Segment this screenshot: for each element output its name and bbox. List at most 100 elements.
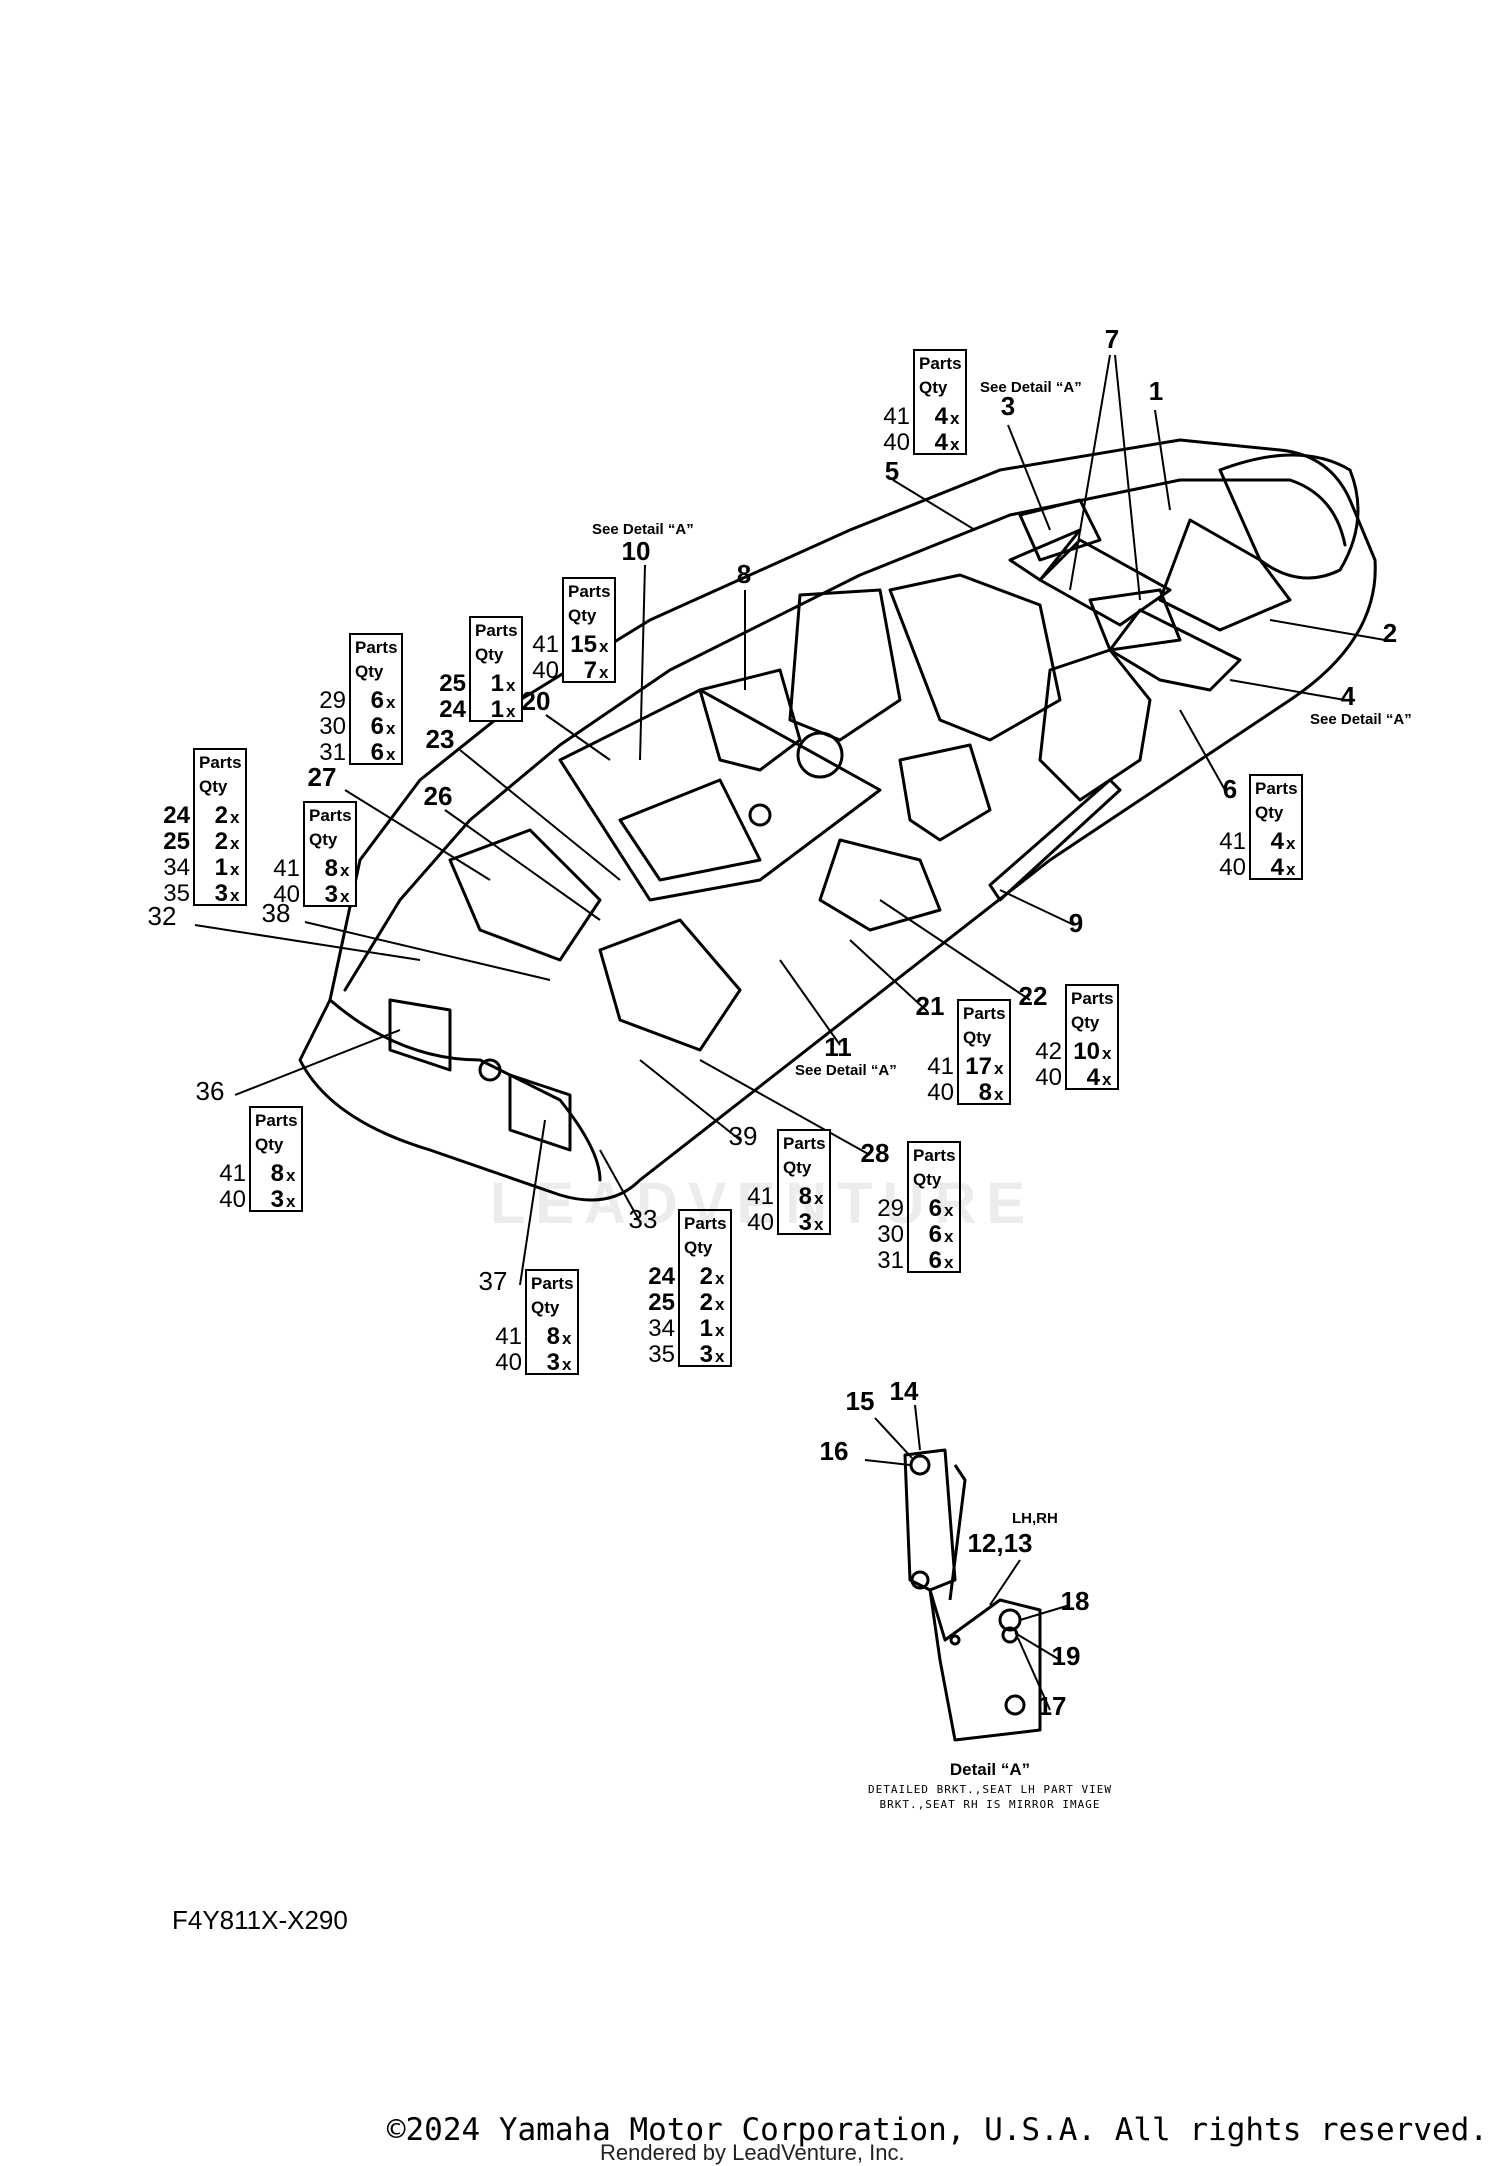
qty-part-number: 31: [319, 739, 346, 766]
seat-bracket-detail-drawing: [903, 1448, 1042, 1742]
qty-part-number: 41: [273, 855, 300, 882]
qty-suffix: x: [950, 409, 960, 428]
detail-note: LH,RH: [1012, 1510, 1058, 1527]
qty-value: 7: [584, 657, 597, 684]
part-label: 33: [629, 1204, 658, 1234]
qty-suffix: x: [944, 1227, 954, 1246]
qty-part-number: 42: [1035, 1038, 1062, 1065]
part-label: 38: [262, 898, 291, 928]
qty-value: 3: [547, 1349, 560, 1376]
part-label: 1: [1149, 376, 1163, 406]
qty-suffix: x: [340, 861, 350, 880]
qty-part-number: 29: [319, 687, 346, 714]
qty-value: 6: [929, 1247, 942, 1274]
qty-header-qty: Qty: [531, 1298, 560, 1317]
qty-box-frame: [907, 1141, 961, 1273]
part-label: 18: [1061, 1586, 1090, 1616]
qty-suffix: x: [715, 1295, 725, 1314]
qty-value: 6: [371, 739, 384, 766]
qty-value: 3: [271, 1186, 284, 1213]
qty-value: 17: [965, 1053, 992, 1080]
qty-part-number: 40: [883, 429, 910, 456]
qty-value: 3: [799, 1209, 812, 1236]
rendered-by-notice: Rendered by LeadVenture, Inc.: [600, 2140, 905, 2165]
qty-header-qty: Qty: [309, 830, 338, 849]
detail-note: See Detail “A”: [980, 379, 1082, 396]
qty-part-number: 40: [495, 1349, 522, 1376]
qty-suffix: x: [506, 702, 516, 721]
qty-box-frame: [249, 1106, 303, 1212]
qty-part-number: 25: [439, 670, 466, 697]
part-label: 32: [148, 901, 177, 931]
qty-part-number: 40: [273, 881, 300, 908]
detail-note: See Detail “A”: [795, 1062, 897, 1079]
qty-header-qty: Qty: [355, 662, 384, 681]
qty-suffix: x: [286, 1192, 296, 1211]
detail-reference-notes: See Detail “A” See Detail “A” See Detail “…: [592, 379, 1412, 1527]
part-label: 11: [824, 1032, 852, 1062]
qty-header-qty: Qty: [919, 378, 948, 397]
qty-value: 10: [1073, 1038, 1100, 1065]
qty-value: 2: [700, 1263, 713, 1290]
qty-suffix: x: [230, 860, 240, 879]
qty-header-parts: Parts: [1071, 989, 1114, 1008]
qty-suffix: x: [1102, 1070, 1112, 1089]
qty-box-frame: [562, 577, 616, 683]
qty-header-parts: Parts: [1255, 779, 1298, 798]
qty-part-number: 29: [877, 1195, 904, 1222]
qty-header-parts: Parts: [255, 1111, 298, 1130]
detail-note: See Detail “A”: [1310, 711, 1412, 728]
qty-suffix: x: [994, 1059, 1004, 1078]
boat-hull-drawing: [298, 438, 1377, 1202]
detail-title: Detail “A”: [950, 1760, 1030, 1779]
qty-header-parts: Parts: [913, 1146, 956, 1165]
qty-suffix: x: [715, 1321, 725, 1340]
qty-box-frame: [193, 748, 247, 906]
part-label: 23: [426, 724, 455, 754]
qty-suffix: x: [386, 693, 396, 712]
part-label: 6: [1223, 774, 1237, 804]
qty-value: 6: [371, 713, 384, 740]
qty-part-number: 25: [163, 828, 190, 855]
part-label: 28: [861, 1138, 890, 1168]
qty-header-parts: Parts: [309, 806, 352, 825]
qty-part-number: 40: [927, 1079, 954, 1106]
qty-suffix: x: [386, 745, 396, 764]
qty-suffix: x: [230, 808, 240, 827]
part-label: 16: [820, 1436, 849, 1466]
qty-box-frame: [349, 633, 403, 765]
part-label: 22: [1019, 981, 1048, 1011]
qty-header-qty: Qty: [783, 1158, 812, 1177]
qty-part-number: 31: [877, 1247, 904, 1274]
qty-suffix: x: [506, 676, 516, 695]
qty-box-frame: [1065, 984, 1119, 1090]
part-label: 26: [424, 781, 453, 811]
qty-header-parts: Parts: [568, 582, 611, 601]
qty-header-qty: Qty: [913, 1170, 942, 1189]
part-label: 8: [737, 559, 751, 589]
qty-part-number: 40: [1219, 854, 1246, 881]
qty-header-parts: Parts: [963, 1004, 1006, 1023]
part-label: 37: [479, 1266, 508, 1296]
qty-value: 4: [1271, 854, 1285, 881]
qty-box-frame: [469, 616, 523, 722]
qty-part-number: 24: [648, 1263, 675, 1290]
part-label: 5: [885, 456, 899, 486]
qty-part-number: 41: [495, 1323, 522, 1350]
watermark-text: LEADVENTURE: [490, 1171, 1036, 1236]
qty-header-qty: Qty: [1255, 803, 1284, 822]
part-label: 10: [622, 536, 651, 566]
qty-box-frame: [777, 1129, 831, 1235]
qty-value: 1: [491, 696, 504, 723]
diagram-code: F4Y811X-X290: [172, 1905, 348, 1935]
